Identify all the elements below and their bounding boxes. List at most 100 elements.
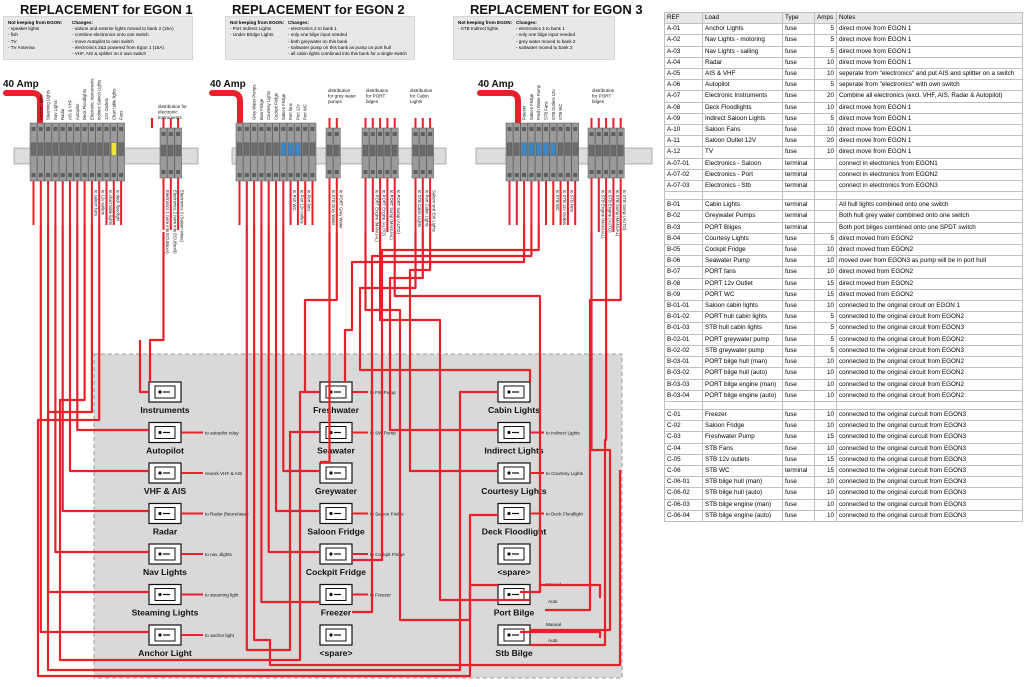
cell-load: Cockpit Fridge [702, 244, 783, 257]
cell-amps [814, 400, 837, 410]
cell-notes: connected to the original circuit from E… [836, 378, 1023, 391]
fuse-holder [588, 144, 595, 157]
wire-greywater [282, 225, 320, 473]
wire-deck-floodlight-feed [36, 225, 498, 678]
cell-ref: B-01 [664, 199, 703, 212]
cell-load [702, 400, 783, 410]
wire-saloon-fridge-b3 [352, 225, 540, 562]
terminal-screw [507, 127, 512, 131]
wire-label: to STB Sump (AUTO) [622, 190, 627, 231]
wire-label: to STB 12v Outlets [562, 190, 567, 225]
cell-notes: connected to the original circuit on EGO… [836, 300, 1023, 313]
switch-label: Indirect Lights [484, 446, 543, 456]
cell-amps: 10 [814, 378, 837, 391]
cell-ref: A-10 [664, 124, 703, 137]
fuse-holder [258, 142, 265, 156]
rocker-switch [497, 583, 531, 606]
notes-not-keeping-header: Not keeping from EGON: [8, 20, 63, 25]
bilge-auto-label: Auto [548, 638, 558, 643]
terminal-screw [252, 127, 257, 131]
cell-type: fuse [782, 288, 815, 302]
terminal-block-bank1 [102, 122, 111, 182]
cell-notes: direct move from EGON 1 [836, 112, 1023, 126]
cell-load: Courtesy Lights [702, 232, 783, 246]
terminal-screw [111, 127, 116, 131]
cell-ref: B-01-03 [664, 322, 703, 335]
terminal-label: Anchor Lights [38, 94, 43, 120]
wire-greywater-loop [253, 225, 622, 667]
cell-ref: C-03 [664, 431, 703, 444]
terminal-screw [558, 173, 563, 177]
cell-load: Electronic Instruments [702, 90, 783, 103]
cell-amps [814, 168, 837, 182]
terminal-screw [611, 170, 616, 174]
cell-notes: Both hull grey water combined onto one s… [836, 210, 1023, 223]
fuse-holder [30, 142, 37, 156]
terminal-block-bank1 [80, 122, 89, 182]
cell-type: fuse [782, 101, 815, 114]
terminal-screw [237, 127, 242, 131]
terminal-screw [119, 173, 124, 177]
wire-bilge-manual [520, 583, 602, 598]
wire-label: to STB WC [555, 190, 560, 211]
cell-amps: 10 [814, 420, 837, 433]
cell-type: terminal [782, 157, 815, 170]
fuse-holder [244, 142, 250, 156]
terminal-screw [413, 170, 418, 174]
cell-type: fuse [782, 509, 815, 522]
terminal-screw [573, 127, 578, 131]
terminal-label: Steaming Lights [46, 90, 51, 120]
cell-notes: connected to the original circuit from E… [836, 311, 1023, 324]
cell-amps: 10 [814, 487, 837, 500]
cell-amps: 10 [814, 68, 837, 81]
switch-label: Cockpit Fridge [306, 567, 366, 577]
cell-amps: 5 [814, 333, 837, 346]
rocker-switch [148, 421, 182, 444]
switch-dot [507, 592, 511, 597]
terminal-block-bank2 [308, 122, 317, 182]
wire-grey-dist-2 [303, 232, 338, 392]
wire-label: Electronics 3 (Saloon wires) [180, 190, 185, 243]
fuse-holder [38, 142, 44, 156]
terminal-label: Fresh Water Pump [536, 84, 541, 120]
fuse-holder [287, 142, 294, 156]
cell-ref: B-06 [664, 255, 703, 268]
cell-notes: direct moved from EGON2 [836, 266, 1023, 279]
notes-changes-header: Changes: [72, 20, 93, 25]
cell-notes: connected to the original circuit from E… [836, 322, 1023, 335]
cell-type: fuse [782, 277, 815, 290]
cell-load: Anchor Lights [702, 23, 783, 36]
terminal-screw [31, 127, 36, 131]
terminal-screw [589, 132, 594, 136]
cell-type: fuse [782, 90, 815, 103]
cell-load: Electronics - Port [702, 168, 783, 182]
terminal-screw [596, 170, 601, 174]
switch-dot [158, 552, 162, 556]
terminal-block-bank1 [58, 122, 67, 182]
cell-amps [814, 180, 837, 193]
terminal-label: STB WC [558, 104, 563, 120]
wire-instruments [148, 232, 165, 382]
terminal-screw [259, 127, 264, 131]
terminal-block-bank2 [272, 122, 280, 182]
rocker-switch [319, 543, 353, 565]
terminal-screw [288, 127, 293, 131]
fuse-holder [334, 144, 340, 157]
cell-ref: B-01-02 [664, 311, 703, 324]
cell-ref: C-04 [664, 442, 703, 455]
distribution-block-4 [426, 127, 434, 179]
cell-ref: B-02-02 [664, 344, 703, 358]
terminal-screw [60, 173, 65, 177]
terminal-screw [536, 173, 541, 177]
terminal-screw [161, 170, 166, 174]
rocker-switch [319, 583, 353, 606]
cell-load: PORT bilge hull (man) [702, 356, 783, 369]
switch-dot [329, 633, 333, 637]
cell-load: STB Fans [702, 442, 783, 455]
wire-label: to PORT Engine (MANUAL) [374, 190, 379, 242]
